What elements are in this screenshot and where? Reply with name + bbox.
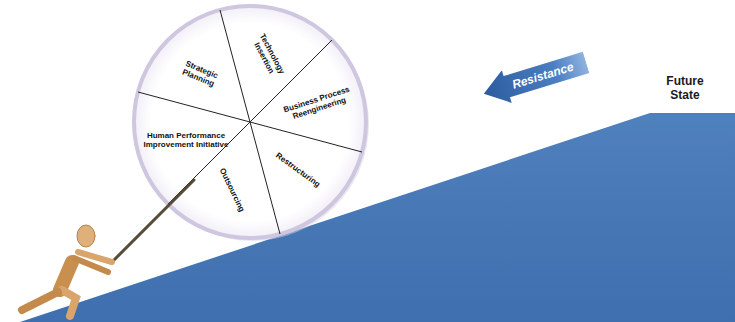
wheel-segment: Human Performance Improvement Initiative [140,131,232,149]
hill-slope [20,113,735,322]
mannequin-leg [22,292,58,310]
arrow-label: Resistance [479,46,591,110]
mannequin-arm [74,258,108,272]
state-label: Future State [652,74,718,103]
segment-label: Human Performance Improvement Initiative [140,131,232,149]
mannequin-head [77,225,95,247]
mannequin-leg [62,290,76,316]
push-pole [112,180,194,262]
resistance-arrow: Resistance [479,46,591,110]
mannequin-torso [60,262,72,290]
arrow-body [479,46,591,110]
mannequin-figure [22,180,194,316]
